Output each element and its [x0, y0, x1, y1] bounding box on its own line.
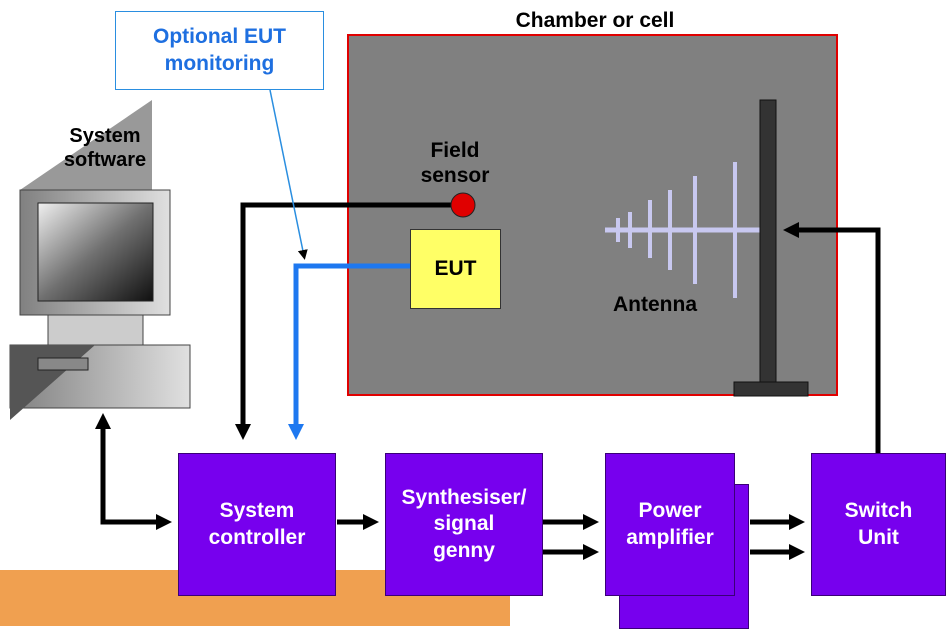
antenna-label: Antenna	[613, 293, 697, 316]
chamber-title: Chamber or cell	[515, 9, 675, 32]
callout-pointer	[269, 89, 308, 260]
computer-controller-link	[95, 413, 172, 530]
field-sensor-dot	[450, 192, 476, 218]
switch-unit-label: Switch Unit	[844, 499, 913, 549]
system-software-label: System software	[63, 125, 147, 171]
eut-monitoring-line	[288, 263, 410, 440]
field-sensor-label: Field sensor	[420, 139, 490, 188]
switch-antenna-link	[783, 222, 881, 453]
computer-icon	[9, 100, 191, 420]
power-amplifier-block: Power amplifier	[605, 453, 735, 596]
synthesiser-label: Synthesiser/ signal genny	[401, 486, 527, 562]
synthesiser-block: Synthesiser/ signal genny	[385, 453, 543, 596]
optional-monitoring-callout: Optional EUT monitoring	[115, 11, 324, 90]
power-amplifier-label: Power amplifier	[626, 499, 714, 549]
field-sensor-line	[235, 202, 462, 440]
mast-base	[733, 381, 809, 397]
antenna-icon	[605, 162, 770, 298]
system-controller-block: System controller	[178, 453, 336, 596]
eut-label: EUT	[434, 257, 477, 280]
system-controller-label: System controller	[208, 499, 306, 549]
chamber	[347, 34, 838, 396]
eut-box: EUT	[410, 229, 501, 309]
switch-unit-block: Switch Unit	[811, 453, 946, 596]
